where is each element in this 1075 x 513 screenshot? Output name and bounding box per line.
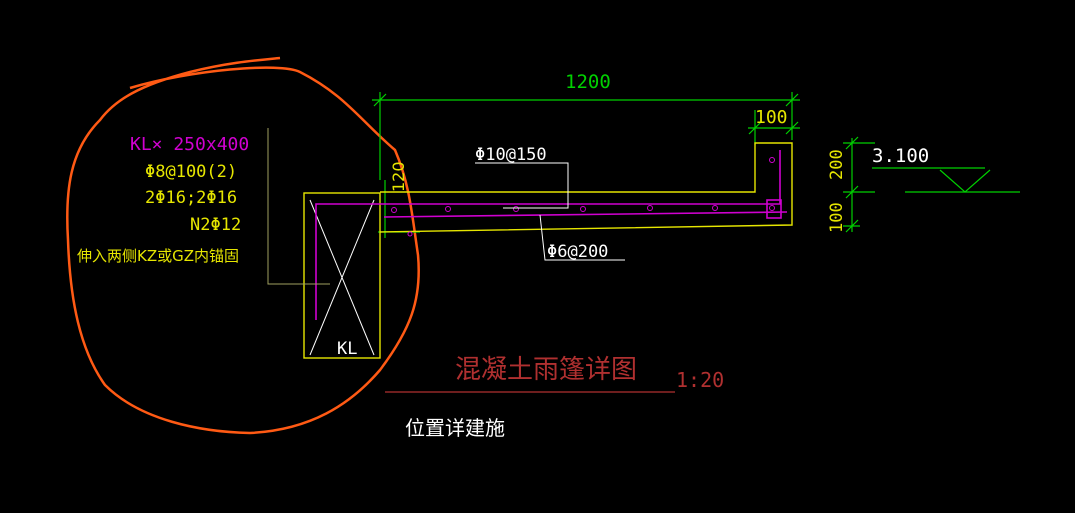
dist-bars-label: Φ6@200 (547, 242, 608, 262)
beam-anchorage-note: 伸入两侧KZ或GZ内锚固 (77, 247, 239, 265)
beam-section-note: KL× 250x400 (130, 134, 249, 155)
elevation-marker (872, 167, 1020, 193)
dim-upturn-label: 200 (827, 149, 847, 180)
beam-label: KL (337, 339, 357, 359)
beam-side-bars-note: N2Φ12 (190, 215, 241, 235)
drawing-scale: 1:20 (676, 368, 724, 392)
dim-right-vertical (843, 136, 875, 233)
beam-stirrups-note: Φ8@100(2) (145, 162, 237, 182)
canopy-outline (303, 142, 793, 359)
rebar-dots (391, 157, 775, 237)
dim-lower-label: 100 (827, 202, 847, 233)
rebar-lines (315, 150, 788, 320)
dim-top-label: 1200 (565, 71, 611, 93)
leader-dist-bars (539, 214, 625, 261)
leader-beam-notes (267, 128, 330, 285)
drawing-title: 混凝土雨篷详图 (455, 355, 637, 385)
dim-right-width-label: 100 (755, 107, 788, 128)
dim-right-width (748, 110, 800, 145)
markup-circle (65, 56, 420, 435)
beam-main-bars-note: 2Φ16;2Φ16 (145, 188, 237, 208)
dim-top (372, 92, 800, 180)
location-note: 位置详建施 (405, 416, 505, 440)
elevation-label: 3.100 (872, 145, 929, 167)
dim-slab-label: 120 (389, 161, 408, 192)
top-bars-label: Φ10@150 (475, 145, 547, 165)
leader-top-bars (475, 162, 569, 209)
beam-section (309, 199, 375, 356)
